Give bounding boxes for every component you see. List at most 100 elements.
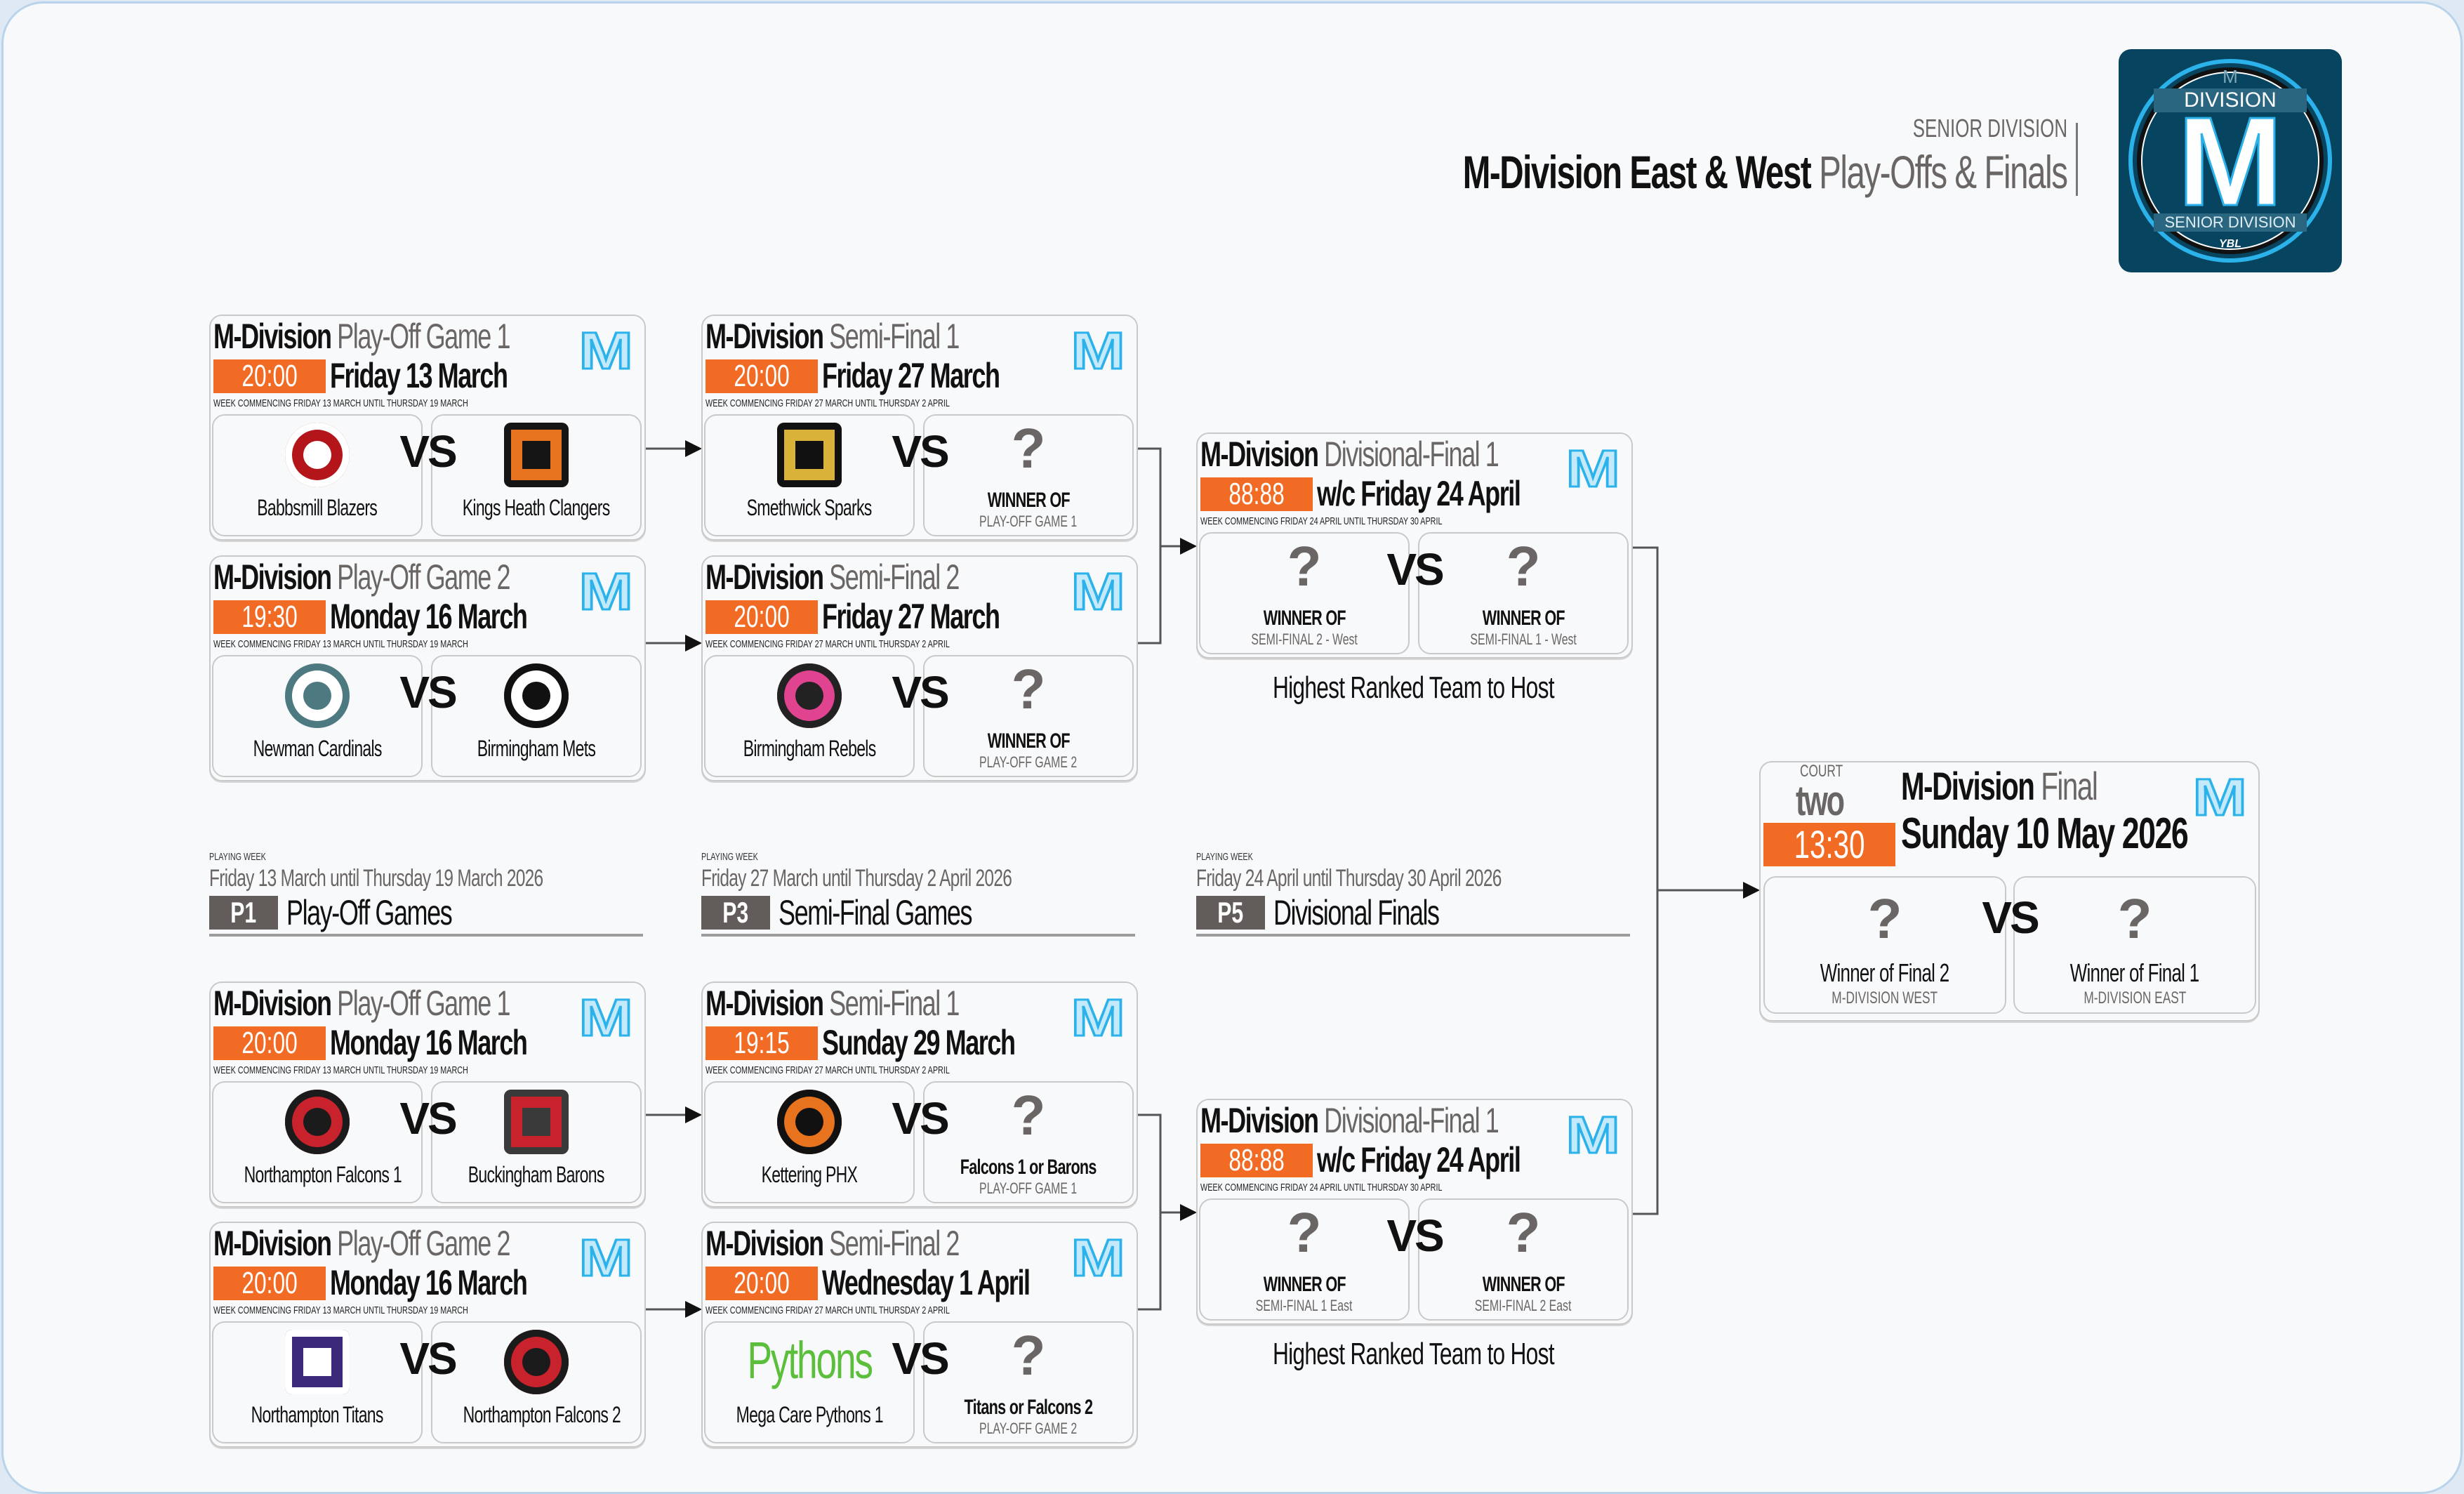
tip-off-time: 20:00 — [213, 1267, 326, 1300]
team-name: Falcons 1 or Barons — [960, 1156, 1097, 1179]
vs-label: VS — [1386, 1210, 1444, 1261]
tip-off-time: 20:00 — [706, 1267, 818, 1300]
team-name: Northampton Titans — [251, 1402, 384, 1427]
team-name: Smethwick Sparks — [747, 495, 873, 520]
game-date: Friday 13 March — [330, 356, 508, 395]
week-commencing: WEEK COMMENCING FRIDAY 27 MARCH UNTIL TH… — [706, 638, 950, 650]
week-commencing: WEEK COMMENCING FRIDAY 24 APRIL UNTIL TH… — [1200, 1182, 1443, 1194]
team-slot-home[interactable]: Northampton Falcons 1 — [212, 1081, 423, 1203]
game-date: w/c Friday 24 April — [1317, 474, 1521, 513]
team-slot-home[interactable]: Babbsmill Blazers — [212, 414, 423, 536]
team-logo-icon — [777, 423, 842, 487]
game-date: Monday 16 March — [330, 597, 528, 636]
team-logo-icon — [285, 1090, 350, 1154]
tip-off-time: 88:88 — [1200, 477, 1313, 511]
tip-off-time: 19:15 — [706, 1026, 818, 1060]
team-slot-home[interactable]: Smethwick Sparks — [704, 414, 915, 536]
team-slot-home[interactable]: Birmingham Rebels — [704, 655, 915, 777]
team-source: PLAY-OFF GAME 2 — [979, 1420, 1078, 1437]
team-logo-icon — [285, 1330, 350, 1394]
unknown-team-icon: ? — [1011, 658, 1046, 720]
game-title-round: Divisional-Final 1 — [1324, 1101, 1499, 1140]
team-name: Newman Cardinals — [253, 736, 382, 761]
logo-division-text: DIVISION — [2154, 88, 2307, 112]
week-commencing: WEEK COMMENCING FRIDAY 13 MARCH UNTIL TH… — [213, 1304, 468, 1316]
page-title-light: Play-Offs & Finals — [1819, 146, 2069, 198]
team-slot-home[interactable]: Kettering PHX — [704, 1081, 915, 1203]
game-title-round: Semi-Final 2 — [829, 1224, 960, 1263]
logo-ring — [2128, 59, 2332, 263]
game-title-round: Divisional-Final 1 — [1324, 435, 1499, 474]
tip-off-time: 88:88 — [1200, 1144, 1313, 1177]
team-slot-home[interactable]: Northampton Titans — [212, 1321, 423, 1443]
team-slot-away[interactable]: Kings Heath Clangers — [431, 414, 642, 536]
unknown-team-icon: ? — [1011, 1324, 1046, 1387]
final-title-round: Final — [2041, 764, 2098, 808]
logo-small-m: M — [2223, 66, 2238, 87]
vs-label: VS — [1982, 892, 2039, 943]
team-name: Winner of Final 2 — [1820, 958, 1949, 987]
game-title-round: Play-Off Game 1 — [337, 317, 510, 356]
m-division-badge-icon: M — [578, 322, 635, 380]
vs-label: VS — [892, 1333, 949, 1384]
m-division-badge-icon: M — [1070, 322, 1127, 380]
game-title-round: Semi-Final 1 — [829, 317, 960, 356]
team-logo-icon — [285, 423, 350, 487]
team-source: SEMI-FINAL 2 - West — [1251, 630, 1358, 648]
team-logo-icon — [285, 663, 350, 728]
team-name: WINNER OF — [987, 729, 1070, 753]
playing-week-label: PLAYING WEEK — [1196, 851, 1253, 863]
team-name: Babbsmill Blazers — [257, 495, 378, 520]
header-divider — [2076, 123, 2078, 196]
team-slot-away[interactable]: Birmingham Mets — [431, 655, 642, 777]
team-slot-home[interactable]: Newman Cardinals — [212, 655, 423, 777]
team-name: Birmingham Mets — [477, 736, 596, 761]
game-title-division: M-Division — [1200, 435, 1319, 474]
game-title-round: Play-Off Game 1 — [337, 984, 510, 1023]
unknown-team-icon: ? — [1287, 535, 1322, 597]
team-source: PLAY-OFF GAME 1 — [979, 513, 1078, 530]
team-slot-away[interactable]: Northampton Falcons 2 — [431, 1321, 642, 1443]
team-slot-away[interactable]: Buckingham Barons — [431, 1081, 642, 1203]
m-division-badge-icon: M — [578, 1229, 635, 1287]
vs-label: VS — [892, 426, 949, 477]
divider — [701, 934, 1135, 937]
week-commencing: WEEK COMMENCING FRIDAY 27 MARCH UNTIL TH… — [706, 397, 950, 409]
bracket-connectors — [643, 440, 1760, 1318]
host-note: Highest Ranked Team to Host — [1272, 670, 1555, 705]
game-date: Sunday 29 March — [822, 1023, 1016, 1062]
team-name: Kettering PHX — [761, 1162, 858, 1187]
phase-name: Play-Off Games — [286, 893, 453, 932]
playing-week-label: PLAYING WEEK — [701, 851, 758, 863]
game-title-round: Semi-Final 1 — [829, 984, 960, 1023]
team-name: Buckingham Barons — [468, 1162, 605, 1187]
team-name: WINNER OF — [1482, 1273, 1565, 1296]
header-kicker: SENIOR DIVISION — [1912, 114, 2067, 143]
phase-name: Divisional Finals — [1273, 893, 1440, 932]
